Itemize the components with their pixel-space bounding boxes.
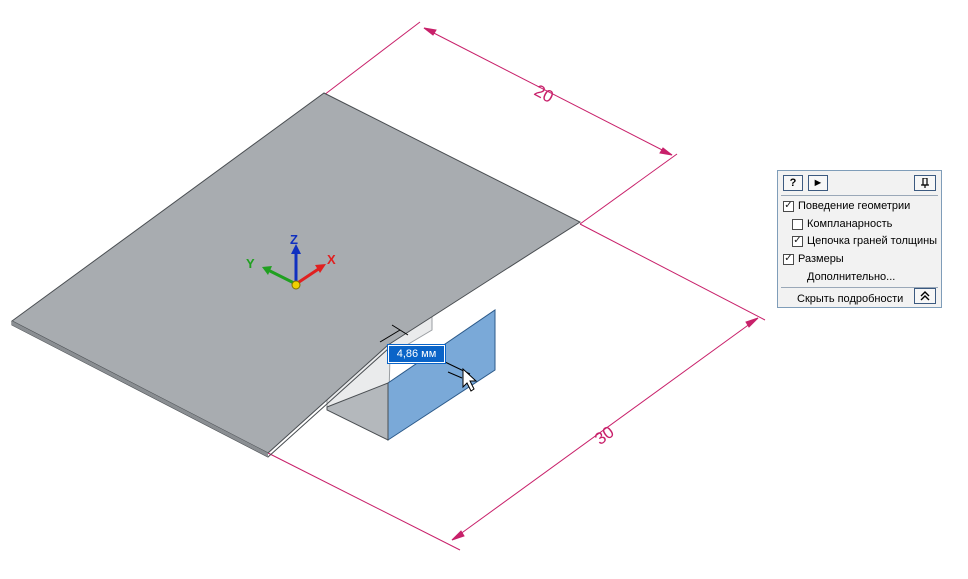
play-button[interactable]: ►	[808, 175, 828, 191]
hide-details-label: Скрыть подробности	[797, 293, 904, 305]
dimensions-checkbox[interactable]: ✓	[783, 253, 794, 265]
coplanarity-option[interactable]: Компланарность	[792, 216, 892, 232]
thickness-chain-checkbox[interactable]: ✓	[792, 235, 803, 247]
y-axis-label: Y	[246, 256, 255, 271]
geometry-behavior-checkbox[interactable]: ✓	[783, 200, 794, 212]
panel-separator-bottom	[781, 287, 938, 288]
pin-button[interactable]	[914, 175, 936, 191]
double-chevron-up-icon	[920, 291, 930, 301]
selected-flange-face[interactable]	[326, 309, 496, 441]
collapse-button[interactable]	[914, 288, 936, 304]
panel-separator-top	[781, 195, 938, 196]
origin-point	[291, 280, 301, 290]
advanced-link[interactable]: Дополнительно...	[807, 269, 895, 285]
help-button[interactable]: ?	[783, 175, 803, 191]
thickness-chain-label: Цепочка граней толщины	[807, 235, 938, 247]
coplanarity-label: Компланарность	[807, 218, 893, 230]
coordinate-triad[interactable]: Z X Y	[246, 232, 336, 290]
dimension-20[interactable]	[323, 21, 678, 225]
distance-input[interactable]: 4,86 мм	[387, 344, 446, 364]
thickness-chain-option[interactable]: ✓ Цепочка граней толщины	[792, 233, 937, 249]
pin-icon	[921, 178, 929, 188]
advanced-label: Дополнительно...	[807, 271, 896, 283]
coplanarity-checkbox[interactable]	[792, 218, 803, 230]
geometry-behavior-label: Поведение геометрии	[798, 200, 911, 212]
mouse-cursor-icon	[462, 367, 478, 392]
hide-details-link[interactable]: Скрыть подробности	[797, 291, 903, 307]
dimensions-label: Размеры	[798, 253, 844, 265]
x-axis-label: X	[327, 252, 336, 267]
dimension-30[interactable]	[267, 223, 766, 551]
dimensions-option[interactable]: ✓ Размеры	[783, 251, 844, 267]
geometry-behavior-option[interactable]: ✓ Поведение геометрии	[783, 198, 910, 214]
dimension-30-label[interactable]: 30	[591, 422, 617, 448]
z-axis-label: Z	[290, 232, 298, 247]
geometry-options-panel: ? ► ✓ Поведение геометрии Компланарность…	[777, 170, 942, 308]
